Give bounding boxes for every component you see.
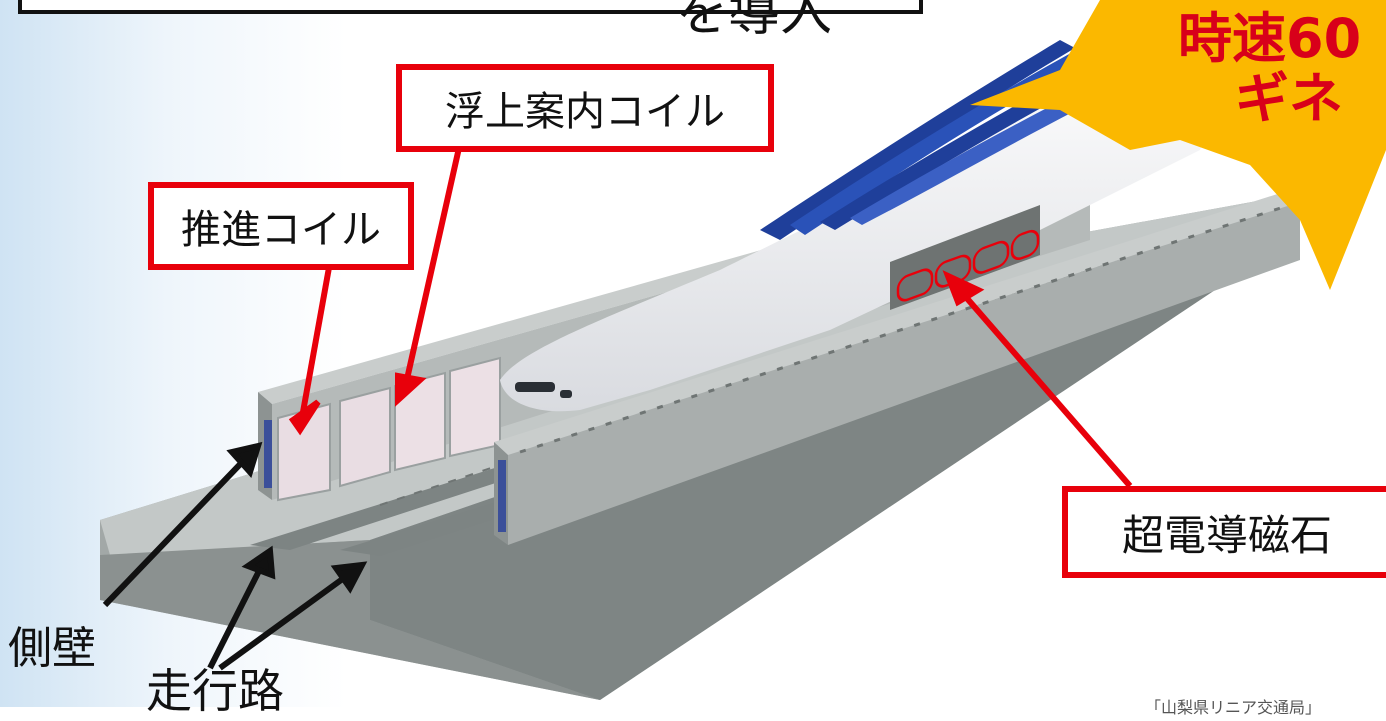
label-levitation-guidance-coil-text: 浮上案内コイル <box>445 89 725 135</box>
red-pointer-arrows <box>288 129 1133 488</box>
source-note: 「山梨県リニア交通局」 <box>1145 698 1322 717</box>
title-fragment: を導入 <box>676 0 833 43</box>
label-superconducting-magnet-text: 超電導磁石 <box>1121 510 1332 560</box>
burst-line-1: 時速60 <box>1178 7 1362 70</box>
label-levitation-guidance-coil: 浮上案内コイル <box>396 64 774 152</box>
label-propulsion-coil-text: 推進コイル <box>181 207 381 253</box>
title-frame <box>18 0 923 14</box>
superconducting-magnet-coils <box>896 229 1040 302</box>
right-side-wall <box>494 190 1300 545</box>
label-superconducting-magnet: 超電導磁石 <box>1062 486 1386 578</box>
black-pointer-arrows <box>102 441 368 671</box>
label-propulsion-coil: 推進コイル <box>148 182 414 270</box>
label-side-wall: 側壁 <box>8 623 96 674</box>
label-running-path: 走行路 <box>146 664 284 718</box>
burst-line-2: ギネ <box>1235 67 1343 130</box>
highlight-burst <box>970 0 1386 290</box>
